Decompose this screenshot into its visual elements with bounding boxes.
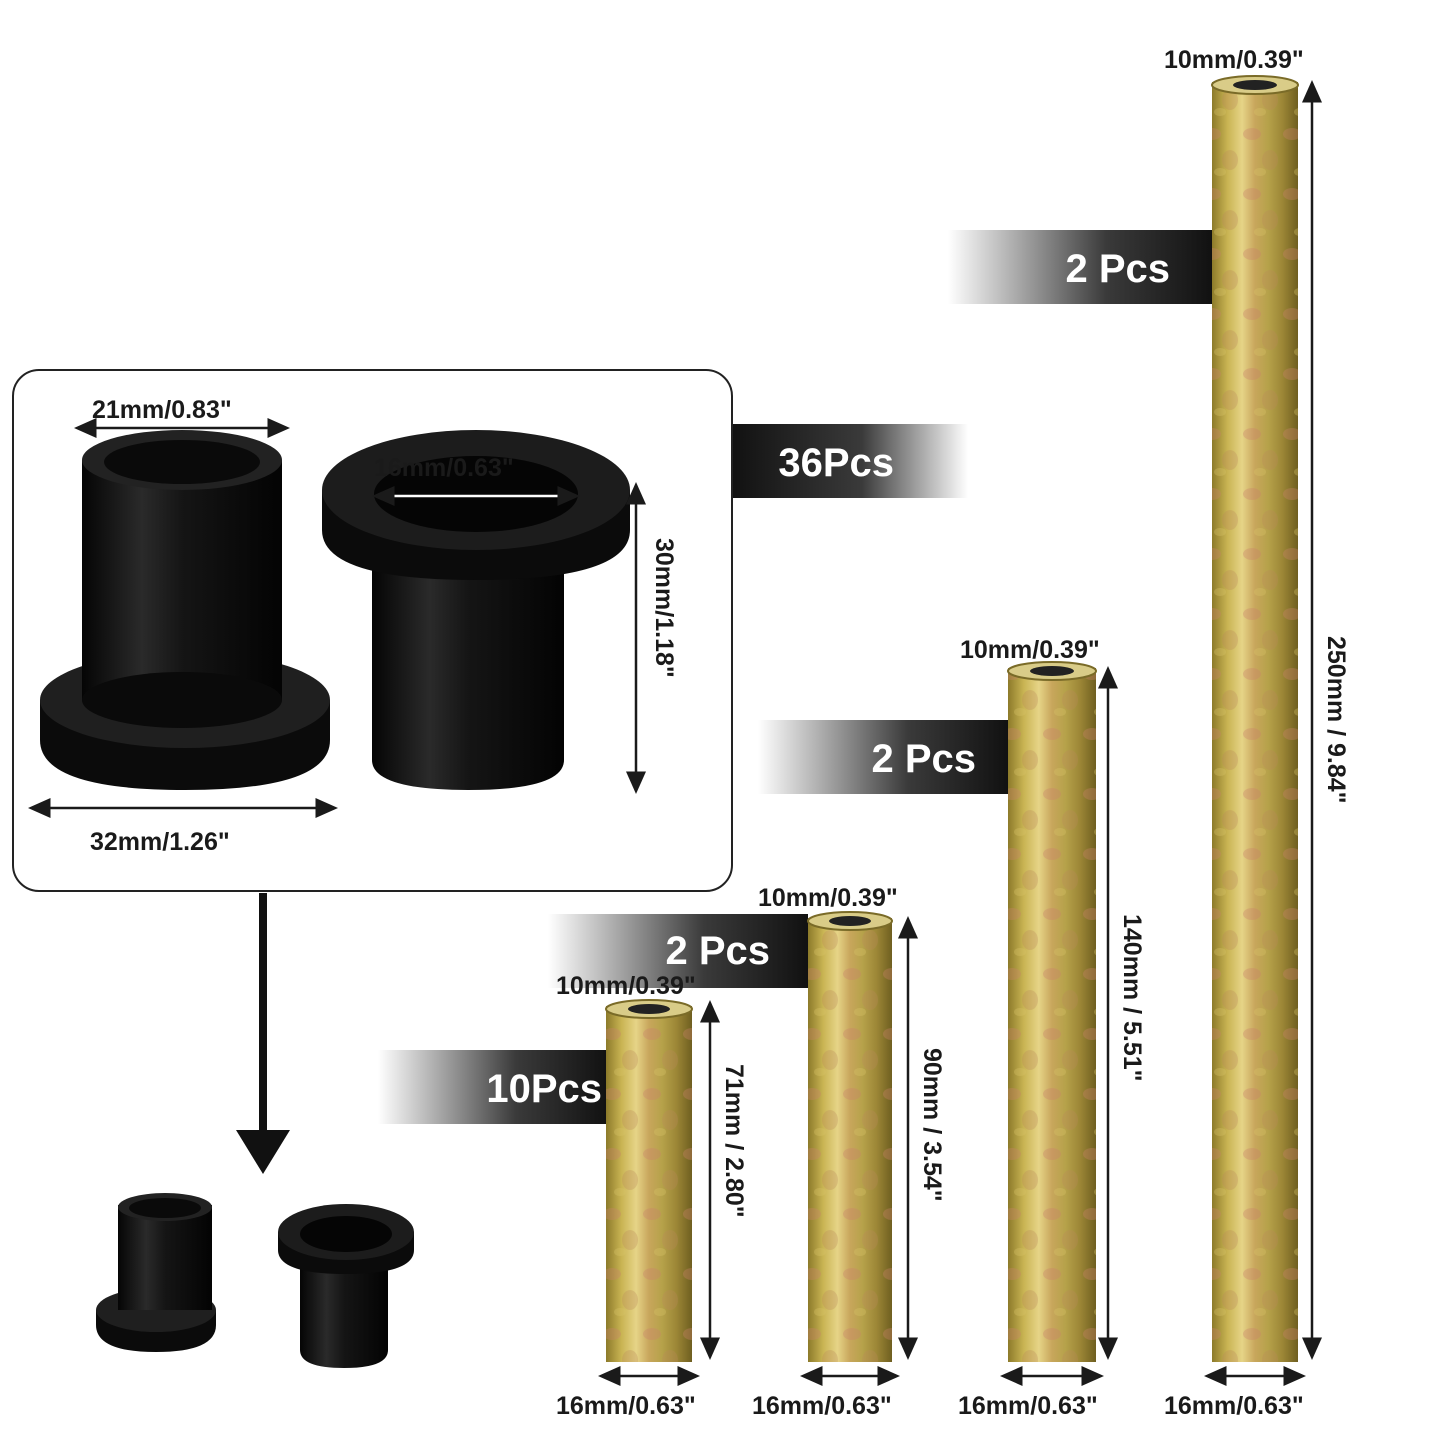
rod3-od-label: 16mm/0.63" xyxy=(958,1392,1098,1420)
banner-bushing xyxy=(732,424,968,498)
quantity-rod3: 2 Pcs xyxy=(871,737,976,781)
rod-90mm xyxy=(807,911,893,1362)
rod-71mm xyxy=(605,999,693,1362)
rod2-length-label: 90mm / 3.54" xyxy=(918,1048,946,1202)
rod1-od-label: 16mm/0.63" xyxy=(556,1392,696,1420)
quantity-rod4: 2 Pcs xyxy=(1065,247,1170,291)
rod2-id-label: 10mm/0.39" xyxy=(758,884,898,912)
rod1-id-label: 10mm/0.39" xyxy=(556,972,696,1000)
quantity-rod2: 2 Pcs xyxy=(665,929,770,973)
flange-top-od-label: 21mm/0.83" xyxy=(92,396,232,424)
bushing-flange-down xyxy=(40,430,330,790)
inner-diameter-label: 16mm/0.63" xyxy=(374,454,514,482)
banner-rod2 xyxy=(548,914,808,988)
rod4-id-label: 10mm/0.39" xyxy=(1164,46,1304,74)
rod4-od-label: 16mm/0.63" xyxy=(1164,1392,1304,1420)
rod-140mm xyxy=(1007,661,1097,1362)
rod1-length-label: 71mm / 2.80" xyxy=(720,1064,748,1218)
quantity-bushing: 36Pcs xyxy=(778,441,894,485)
rod-250mm xyxy=(1211,75,1299,1362)
down-arrow-head xyxy=(236,1130,290,1174)
banner-rod3 xyxy=(758,720,1008,794)
height-label: 30mm/1.18" xyxy=(650,538,678,678)
small-bushing-flange-down xyxy=(96,1193,216,1352)
rod2-od-label: 16mm/0.63" xyxy=(752,1392,892,1420)
quantity-rod1: 10Pcs xyxy=(486,1067,602,1111)
banner-rod1 xyxy=(378,1050,608,1124)
rod4-length-label: 250mm / 9.84" xyxy=(1322,636,1350,804)
flange-od-label: 32mm/1.26" xyxy=(90,828,230,856)
rod3-id-label: 10mm/0.39" xyxy=(960,636,1100,664)
small-bushing-flange-up xyxy=(278,1204,414,1368)
banner-rod4 xyxy=(948,230,1212,304)
rod3-length-label: 140mm / 5.51" xyxy=(1118,914,1146,1082)
